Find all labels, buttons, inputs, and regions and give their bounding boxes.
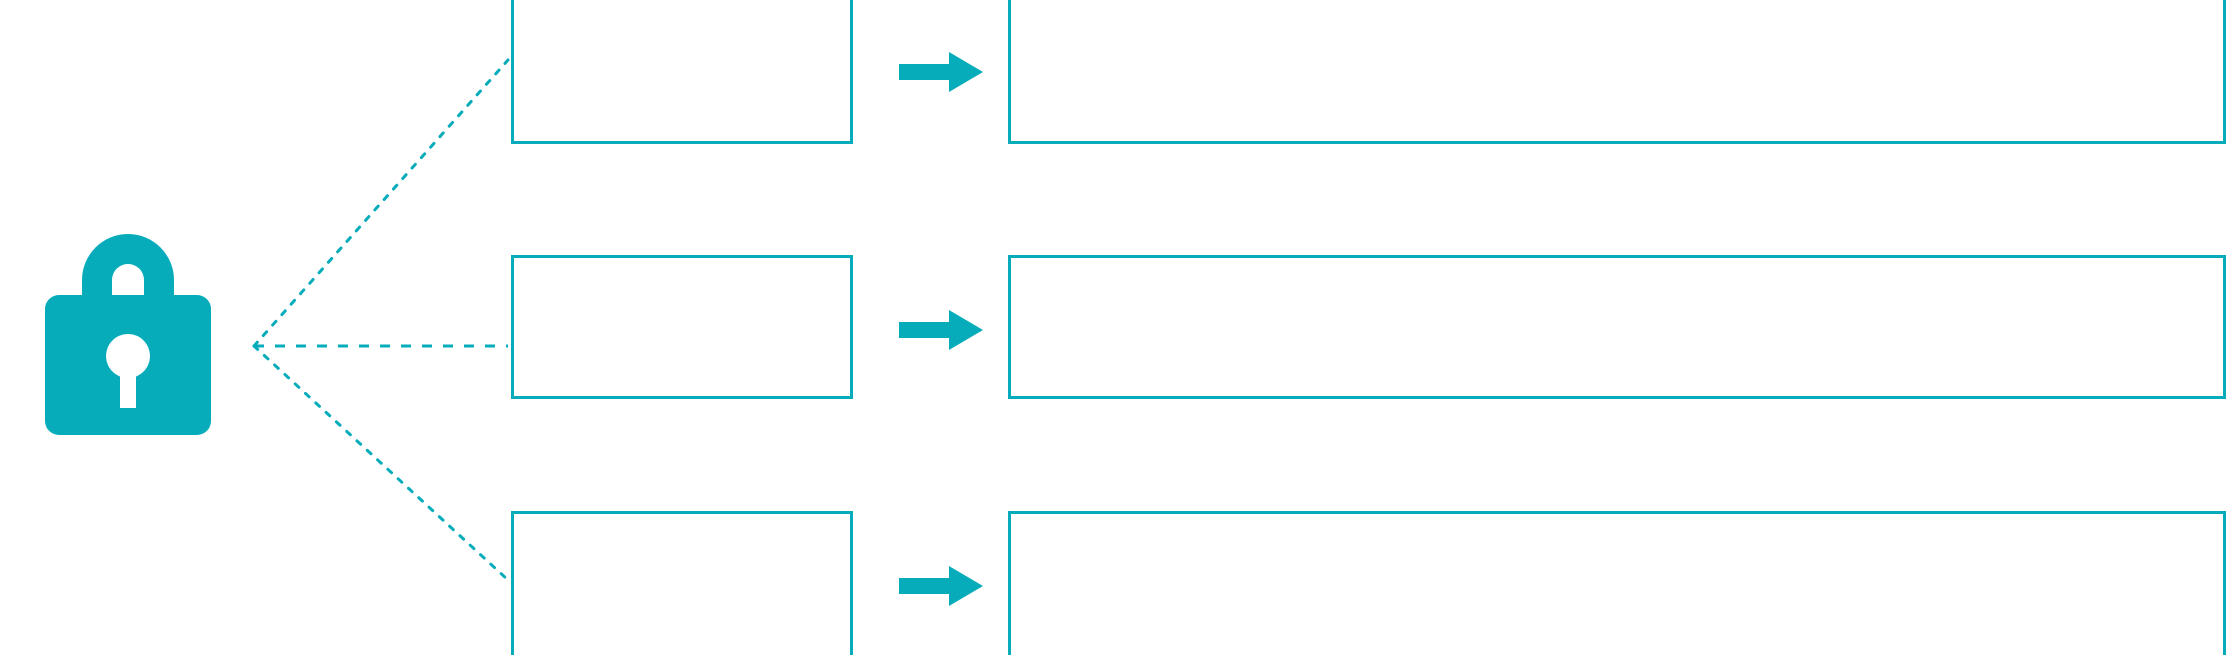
right-box-row-3[interactable] xyxy=(1008,511,2226,655)
left-box-row-1-label xyxy=(514,0,850,27)
arrow-right-icon-row-1 xyxy=(899,52,983,92)
connector-line-row-1 xyxy=(252,58,510,348)
left-box-row-3-label xyxy=(514,514,850,542)
left-box-row-2[interactable] xyxy=(511,255,853,399)
right-box-row-3-label xyxy=(1011,514,2223,542)
right-box-row-2-label xyxy=(1011,258,2223,286)
arrow-right-icon-row-3 xyxy=(899,566,983,606)
right-box-row-2[interactable] xyxy=(1008,255,2226,399)
connector-line-row-3 xyxy=(252,344,510,582)
arrow-right-icon-row-2 xyxy=(899,310,983,350)
right-box-row-1-label xyxy=(1011,0,2223,27)
lock-icon xyxy=(28,210,228,440)
left-box-row-3[interactable] xyxy=(511,511,853,655)
left-box-row-1[interactable] xyxy=(511,0,853,144)
left-box-row-2-label xyxy=(514,258,850,286)
right-box-row-1[interactable] xyxy=(1008,0,2226,144)
